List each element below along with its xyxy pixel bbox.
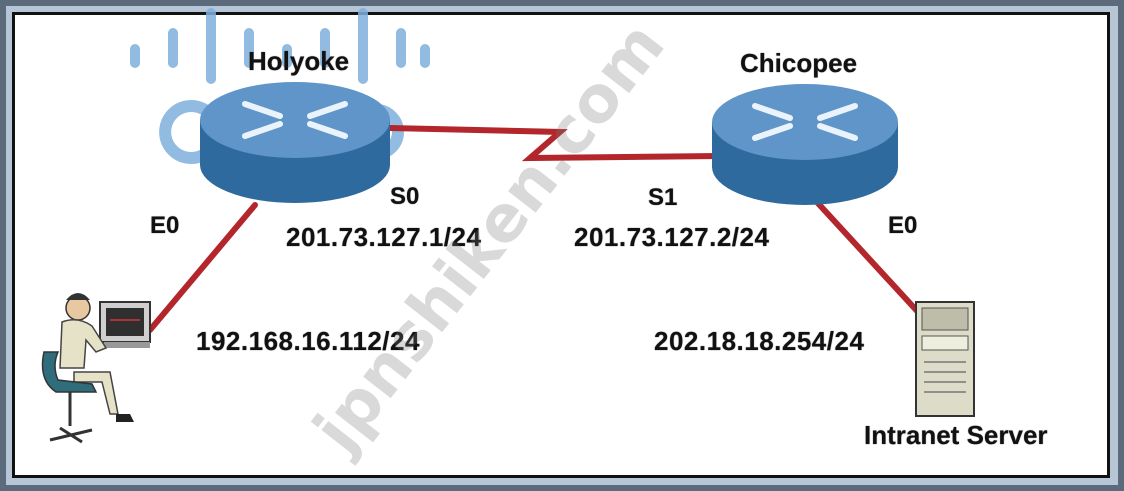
- ethernet-link-server: [812, 197, 921, 315]
- workstation-user-icon: [41, 293, 151, 444]
- server-icon: [915, 301, 975, 417]
- router-arrows-icon: [242, 101, 348, 139]
- server-label: Intranet Server: [864, 420, 1048, 450]
- ip-workstation: 192.168.16.112/24: [196, 326, 420, 356]
- port-label-s0: S0: [390, 183, 420, 210]
- serial-link: [387, 125, 723, 162]
- ip-chicopee-s1: 201.73.127.2/24: [574, 222, 770, 252]
- ip-server: 202.18.18.254/24: [654, 326, 865, 356]
- port-label-holyoke-e0: E0: [150, 212, 180, 239]
- router-chicopee: [712, 84, 898, 205]
- router-name-holyoke: Holyoke: [248, 46, 350, 76]
- port-label-chicopee-e0: E0: [888, 212, 918, 239]
- port-label-s1: S1: [648, 184, 678, 211]
- router-arrows-icon: [752, 103, 858, 141]
- ethernet-link-workstation: [147, 202, 258, 333]
- router-name-chicopee: Chicopee: [740, 48, 858, 78]
- router-holyoke: [200, 82, 390, 203]
- links: [147, 125, 921, 333]
- ip-holyoke-s0: 201.73.127.1/24: [286, 222, 482, 252]
